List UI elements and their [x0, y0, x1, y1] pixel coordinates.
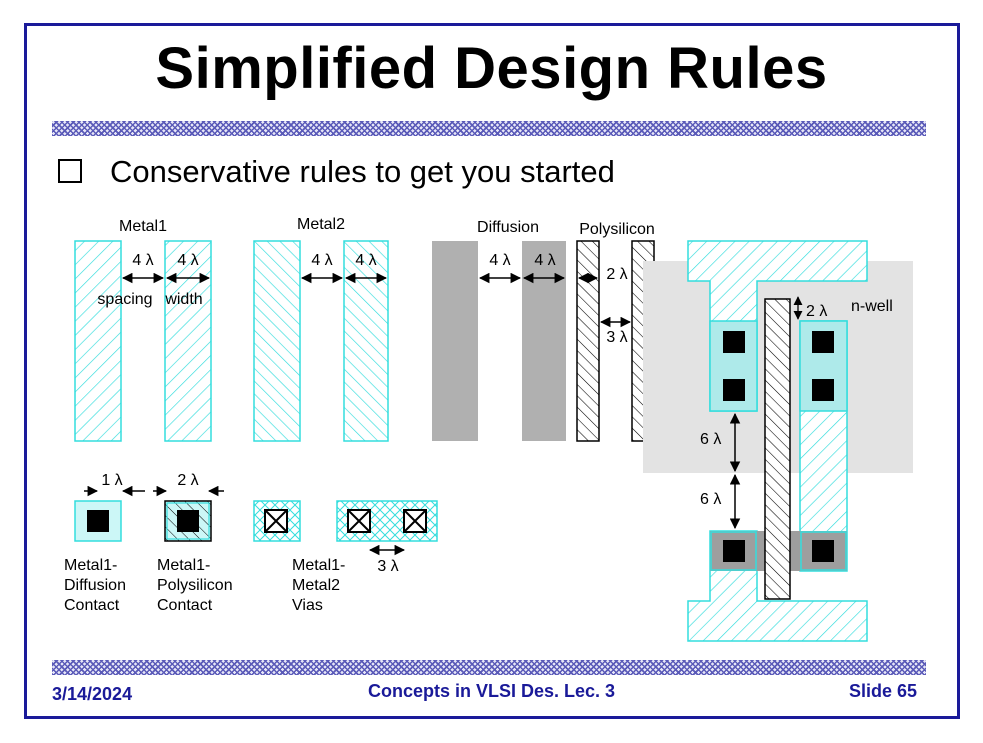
- label-metal2: Metal2: [297, 216, 345, 233]
- metal1-bar-right: [164, 240, 212, 442]
- contact-cut: [87, 510, 109, 532]
- bottom-divider-band: [52, 660, 926, 675]
- contact-cut: [723, 540, 745, 562]
- label-poly-spacing-rule: 3 λ: [606, 329, 627, 346]
- via-cut-icon: [403, 509, 427, 533]
- label-via-spacing-rule: 3 λ: [377, 558, 398, 575]
- footer-course: Concepts in VLSI Des. Lec. 3: [367, 681, 616, 701]
- poly-contact-metal-outline: [166, 502, 210, 540]
- label-poly-overhang-rule: 2 λ: [806, 303, 827, 320]
- contact-cut: [723, 379, 745, 401]
- poly-bar-left: [576, 240, 600, 442]
- contact-cut: [177, 510, 199, 532]
- metal1-metal2-via: [253, 500, 301, 542]
- footer-slide-number: Slide 65: [848, 681, 917, 701]
- label-width: width: [164, 291, 202, 308]
- metal2-bar-left: [253, 240, 301, 442]
- contact-cut: [812, 540, 834, 562]
- top-divider-band: [52, 121, 926, 136]
- checkbox-bullet-icon: [58, 159, 82, 183]
- bullet-item: Conservative rules to get you started: [58, 154, 615, 190]
- nmos-contact-metal-left: [710, 531, 757, 571]
- nmos-contact-metal-right: [800, 531, 847, 571]
- label-poly-width-rule: 2 λ: [606, 266, 627, 283]
- label-m1-m2-vias: Metal1- Metal2 Vias: [292, 557, 350, 614]
- poly-gate: [764, 298, 791, 600]
- label-contact-metal1-overlap: 1 λ: [101, 472, 122, 489]
- slide-title: Simplified Design Rules: [155, 36, 828, 101]
- label-spacing: spacing: [97, 291, 152, 308]
- diffusion-bar-left: [432, 241, 478, 441]
- label-diffusion-spacing-rule: 4 λ: [489, 252, 510, 269]
- label-metal2-width-rule: 4 λ: [355, 252, 376, 269]
- label-nwell: n-well: [851, 298, 893, 315]
- label-metal1-width-rule: 4 λ: [177, 252, 198, 269]
- via-cut-icon: [347, 509, 371, 533]
- label-metal2-spacing-rule: 4 λ: [311, 252, 332, 269]
- metal2-bar-right: [343, 240, 389, 442]
- label-contact-gate-top-rule: 6 λ: [700, 431, 721, 448]
- label-contact-poly-overlap: 2 λ: [177, 472, 198, 489]
- label-diffusion: Diffusion: [477, 219, 539, 236]
- label-diffusion-width-rule: 4 λ: [534, 252, 555, 269]
- contact-cut: [812, 379, 834, 401]
- footer-date: 3/14/2024: [52, 684, 133, 704]
- metal1-bar-left: [74, 240, 122, 442]
- diffusion-bar-right: [522, 241, 566, 441]
- label-metal1: Metal1: [119, 218, 167, 235]
- label-m1-diff-contact: Metal1- Diffusion Contact: [64, 557, 130, 614]
- label-metal1-spacing-rule: 4 λ: [132, 252, 153, 269]
- contact-cut: [723, 331, 745, 353]
- label-contact-gate-bottom-rule: 6 λ: [700, 491, 721, 508]
- bullet-text: Conservative rules to get you started: [110, 154, 615, 189]
- via-cut-icon: [264, 509, 288, 533]
- label-polysilicon: Polysilicon: [579, 221, 655, 238]
- slide-frame: [24, 23, 960, 719]
- contact-cut: [812, 331, 834, 353]
- label-m1-poly-contact: Metal1- Polysilicon Contact: [157, 557, 237, 614]
